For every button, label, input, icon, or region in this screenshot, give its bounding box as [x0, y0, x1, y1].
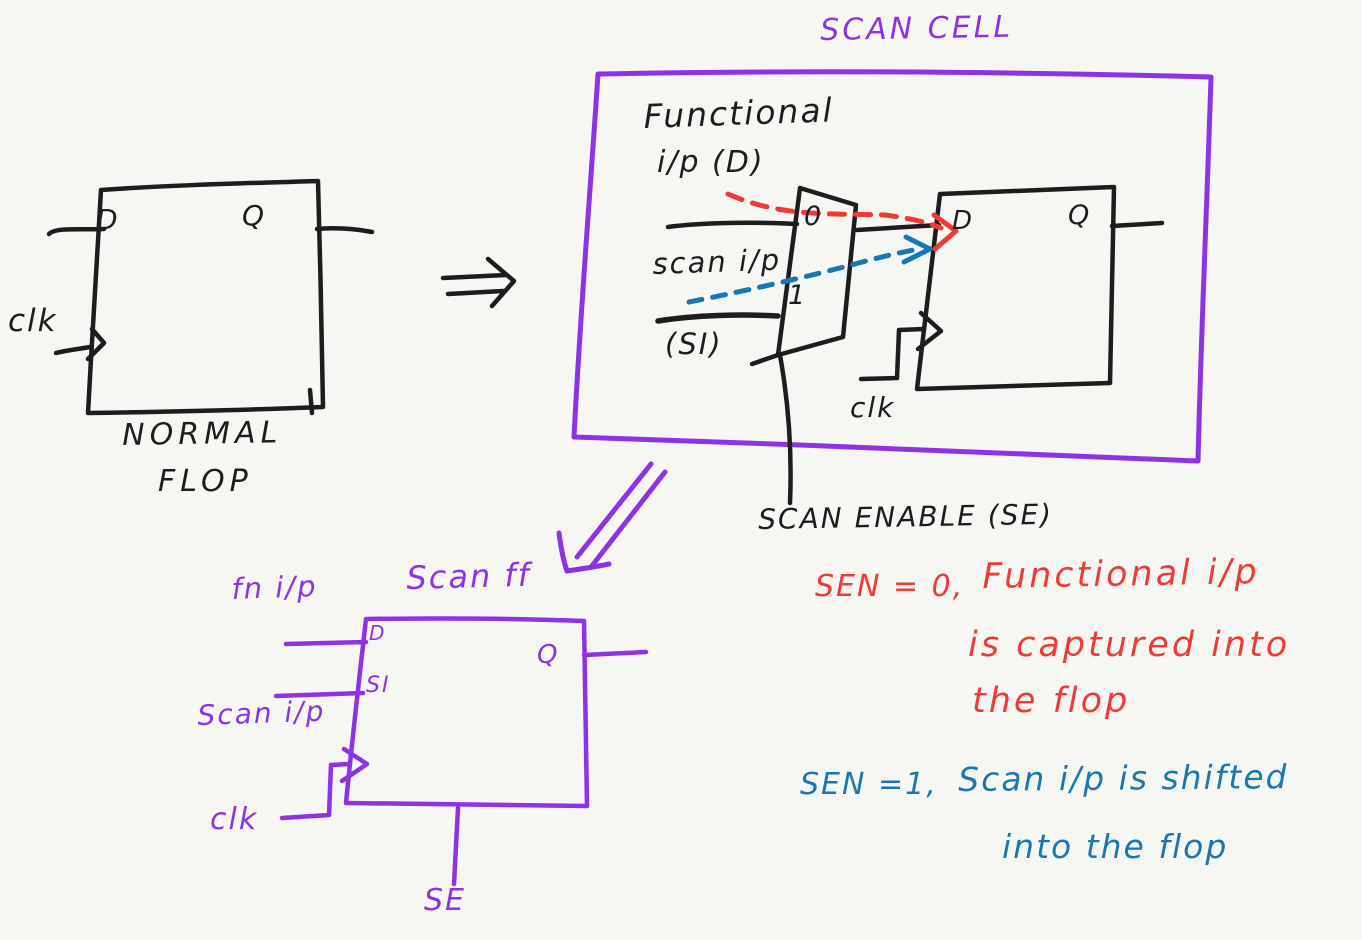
- functional-path-dashed-arrow: [725, 191, 944, 231]
- normal-flop-clock-edge-icon: [85, 326, 107, 362]
- normal-flop-corner-tick: [307, 387, 315, 416]
- mux-input1-label: 1: [788, 280, 808, 311]
- cell-flop-box: [914, 184, 1117, 392]
- scan-path-dashed-arrow: [686, 246, 922, 305]
- normal-flop-box: [85, 178, 326, 416]
- cell-flop-d-label: D: [952, 206, 975, 236]
- normal-flop-q-label: Q: [242, 199, 267, 232]
- scan-ff-si-pin-label: SI: [366, 673, 391, 698]
- mux-input0-label: 0: [804, 201, 824, 232]
- scan-ff-d-pin-label: D: [369, 621, 387, 645]
- mux-si-input-wire: [655, 312, 781, 324]
- scan-ff-fn-ip-label: fn i/p: [230, 568, 319, 606]
- normal-flop-drawing: [46, 178, 375, 416]
- implies-arrow-icon: [440, 256, 517, 309]
- implies-arrow-top-line: [440, 272, 509, 281]
- functional-label-line1: Functional: [642, 90, 835, 136]
- mux-body: [775, 185, 859, 358]
- sen0-line3: the flop: [972, 681, 1131, 721]
- normal-flop-d-label: D: [96, 203, 120, 236]
- normal-flop-caption-line2: FLOP: [158, 464, 253, 499]
- implies-arrow-bottom-line: [445, 288, 506, 297]
- scan-ff-clk-wire: [279, 761, 351, 821]
- sen0-line1: Functional i/p: [981, 552, 1261, 597]
- sen0-head: SEN = 0,: [815, 569, 965, 604]
- scan-ip-label: scan i/p: [651, 242, 782, 281]
- derive-arrow-head: [556, 530, 612, 574]
- scan-ff-se-wire: [451, 805, 461, 887]
- sen1-line2: into the flop: [1002, 827, 1229, 866]
- normal-flop-caption-line1: NORMAL: [121, 415, 283, 453]
- scan-ff-title: Scan ff: [405, 555, 532, 597]
- scan-ip-pin-label: (SI): [665, 327, 723, 361]
- normal-flop-d-wire: [46, 226, 107, 237]
- implies-arrow-head: [485, 256, 517, 309]
- mux-d-input-wire: [665, 220, 800, 230]
- scan-path-arrowhead: [901, 234, 933, 265]
- scan-cell-border: [571, 69, 1214, 464]
- normal-flop-clk-label: clk: [8, 303, 58, 339]
- scan-enable-wire: [777, 352, 793, 506]
- scan-ff-scan-ip-label: Scan i/p: [196, 694, 326, 732]
- scan-ff-drawing: [273, 616, 649, 887]
- mux-output-wire: [854, 222, 942, 233]
- derive-arrow-shaft-1: [574, 461, 654, 560]
- scan-cell-title: SCAN CELL: [819, 9, 1014, 48]
- functional-label-line2: i/p (D): [657, 145, 765, 180]
- scan-ff-d-wire: [283, 639, 369, 647]
- sen1-head: SEN =1,: [800, 767, 938, 802]
- functional-path-arrowhead: [931, 212, 959, 252]
- normal-flop-q-wire: [314, 225, 375, 235]
- scan-ff-se-label: SE: [424, 883, 466, 918]
- scan-ff-si-wire: [273, 690, 366, 699]
- cell-flop-q-wire: [1109, 220, 1165, 229]
- mux-tail-stroke: [749, 352, 781, 367]
- cell-flop-q-label: Q: [1068, 200, 1092, 231]
- sen1-line1: Scan i/p is shifted: [957, 757, 1289, 799]
- scan-ff-q-pin-label: Q: [537, 640, 560, 670]
- scan-ff-clk-label: clk: [210, 802, 259, 837]
- cell-clk-label: clk: [850, 391, 896, 424]
- sen0-line2: is captured into: [968, 625, 1291, 665]
- scan-cell-drawing: [571, 69, 1214, 506]
- cell-clk-wire: [858, 326, 927, 382]
- scan-enable-label: SCAN ENABLE (SE): [757, 497, 1054, 536]
- scan-ff-q-wire: [581, 649, 649, 658]
- normal-flop-clk-wire: [53, 344, 93, 356]
- cell-clock-edge-icon: [915, 310, 944, 352]
- derive-arrow-shaft-2: [588, 469, 668, 570]
- derive-arrow-icon: [556, 461, 668, 574]
- scan-ff-clock-edge-icon: [339, 746, 370, 784]
